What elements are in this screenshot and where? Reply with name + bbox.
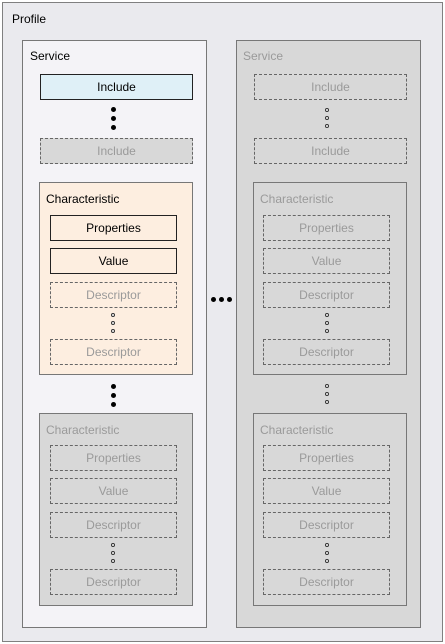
vertical-ellipsis-open-dot: [111, 329, 115, 333]
descriptor-label: Descriptor: [86, 518, 141, 532]
value-label: Value: [98, 254, 129, 268]
value-box: Value: [50, 248, 177, 274]
vertical-ellipsis-open-dot: [111, 321, 115, 325]
value-box: Value: [263, 478, 390, 504]
vertical-ellipsis-open-dot: [325, 108, 329, 112]
characteristic-label: Characteristic: [46, 192, 120, 206]
include-box: Include: [254, 138, 407, 164]
include-box-inactive: Include: [40, 138, 193, 164]
descriptor-label: Descriptor: [299, 288, 354, 302]
properties-label: Properties: [86, 451, 141, 465]
descriptor-label: Descriptor: [299, 575, 354, 589]
horizontal-ellipsis-dot: [211, 297, 216, 302]
vertical-ellipsis-open-dot: [325, 392, 329, 396]
properties-label: Properties: [299, 221, 354, 235]
vertical-ellipsis-open-dot: [325, 384, 329, 388]
descriptor-label: Descriptor: [299, 518, 354, 532]
vertical-ellipsis-open-dot: [325, 116, 329, 120]
include-label: Include: [97, 80, 136, 94]
vertical-ellipsis-open-dot: [111, 559, 115, 563]
characteristic-container-inactive: [253, 182, 407, 375]
vertical-ellipsis-open-dot: [325, 124, 329, 128]
vertical-ellipsis-open-dot: [325, 313, 329, 317]
vertical-ellipsis-open-dot: [325, 321, 329, 325]
descriptor-box: Descriptor: [50, 512, 177, 538]
vertical-ellipsis-dot: [111, 116, 116, 121]
vertical-ellipsis-open-dot: [325, 400, 329, 404]
horizontal-ellipsis-dot: [219, 297, 224, 302]
vertical-ellipsis-open-dot: [325, 559, 329, 563]
characteristic-label: Characteristic: [260, 192, 334, 206]
vertical-ellipsis-dot: [111, 393, 116, 398]
profile-label: Profile: [12, 12, 47, 26]
vertical-ellipsis-open-dot: [325, 543, 329, 547]
descriptor-label: Descriptor: [86, 345, 141, 359]
descriptor-label: Descriptor: [299, 345, 354, 359]
value-box: Value: [50, 478, 177, 504]
value-label: Value: [311, 254, 342, 268]
descriptor-box: Descriptor: [263, 339, 390, 365]
include-label: Include: [97, 144, 136, 158]
vertical-ellipsis-dot: [111, 384, 116, 389]
characteristic-label: Characteristic: [260, 423, 334, 437]
include-label: Include: [311, 144, 350, 158]
characteristic-label: Characteristic: [46, 423, 120, 437]
vertical-ellipsis-dot: [111, 125, 116, 130]
include-label: Include: [311, 80, 350, 94]
properties-box: Properties: [263, 445, 390, 471]
descriptor-box: Descriptor: [263, 282, 390, 308]
include-box: Include: [254, 74, 407, 100]
value-box: Value: [263, 248, 390, 274]
descriptor-box: Descriptor: [50, 282, 177, 308]
descriptor-label: Descriptor: [86, 575, 141, 589]
service-label: Service: [30, 49, 71, 63]
properties-box: Properties: [50, 445, 177, 471]
service-label: Service: [243, 49, 284, 63]
vertical-ellipsis-dot: [111, 107, 116, 112]
descriptor-label: Descriptor: [86, 288, 141, 302]
value-label: Value: [311, 484, 342, 498]
descriptor-box: Descriptor: [263, 569, 390, 595]
vertical-ellipsis-open-dot: [111, 551, 115, 555]
vertical-ellipsis-open-dot: [111, 543, 115, 547]
descriptor-box: Descriptor: [50, 569, 177, 595]
properties-label: Properties: [86, 221, 141, 235]
properties-box: Properties: [50, 215, 177, 241]
include-box-active: Include: [40, 74, 193, 100]
horizontal-ellipsis-dot: [227, 297, 232, 302]
descriptor-box: Descriptor: [50, 339, 177, 365]
properties-box: Properties: [263, 215, 390, 241]
vertical-ellipsis-open-dot: [325, 551, 329, 555]
descriptor-box: Descriptor: [263, 512, 390, 538]
characteristic-container-active: [39, 182, 193, 375]
value-label: Value: [98, 484, 129, 498]
properties-label: Properties: [299, 451, 354, 465]
vertical-ellipsis-open-dot: [325, 329, 329, 333]
vertical-ellipsis-dot: [111, 402, 116, 407]
vertical-ellipsis-open-dot: [111, 313, 115, 317]
